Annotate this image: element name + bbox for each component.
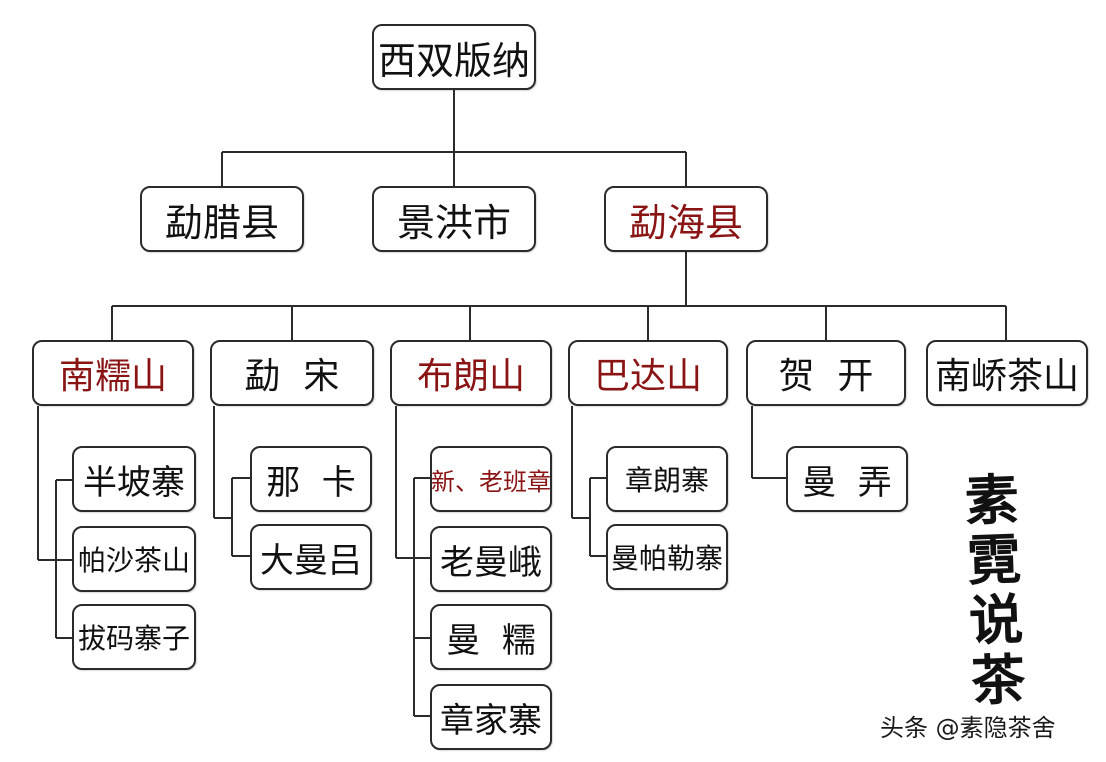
mountain-node-nannuo: 南糯山 [32,340,194,406]
village-node: 半坡寨 [72,446,196,512]
seal-char: 茶 [970,647,1027,713]
village-node: 曼 弄 [786,446,908,512]
village-node: 大曼吕 [250,524,372,590]
village-node-banzhang: 新、老班章 [430,446,552,512]
village-node: 帕沙茶山 [72,526,196,592]
calligraphy-seal: 素 霓 说 茶 [951,467,1039,713]
mountain-node-bulang: 布朗山 [390,340,552,406]
root-node: 西双版纳 [372,24,536,90]
village-node: 曼帕勒寨 [606,524,728,590]
mountain-node-hekai: 贺 开 [746,340,906,406]
seal-char: 素 [963,467,1020,533]
mountain-node-mengsong: 勐 宋 [210,340,374,406]
village-node: 拔码寨子 [72,604,196,670]
region-node-jinghong: 景洪市 [372,186,536,252]
mountain-node-nanqiao: 南峤茶山 [926,340,1088,406]
seal-char: 霓 [965,527,1023,593]
region-node-mengla: 勐腊县 [140,186,304,252]
mountain-node-bada: 巴达山 [568,340,728,406]
village-node: 章家寨 [430,684,552,750]
village-node: 章朗寨 [606,446,728,512]
village-node: 曼 糯 [430,604,552,670]
village-node: 那 卡 [250,446,372,512]
watermark-text: 头条 @素隐茶舍 [880,714,1056,742]
region-node-menghai: 勐海县 [604,186,768,252]
seal-char: 说 [967,587,1025,653]
village-node: 老曼峨 [430,526,552,592]
